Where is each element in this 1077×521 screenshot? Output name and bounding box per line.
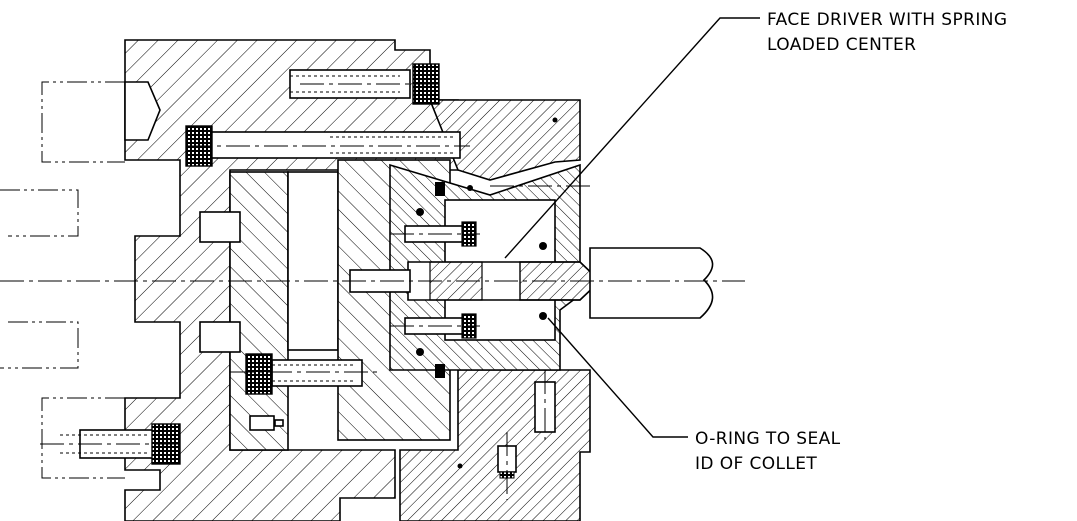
- cap-screws: [60, 63, 477, 465]
- centerlines: [0, 83, 745, 500]
- front-housing: [399, 99, 591, 521]
- face-driver-callout-line1: FACE DRIVER WITH SPRING: [767, 10, 1007, 30]
- oring-callout-line2: ID OF COLLET: [695, 454, 817, 474]
- face-driver-callout-line2: LOADED CENTER: [767, 35, 916, 55]
- oring-leader: [547, 317, 688, 438]
- oring-callout-line1: O-RING TO SEAL: [695, 429, 841, 449]
- o-rings: [416, 117, 558, 469]
- workpiece: [589, 247, 714, 319]
- face-driver-leader: [504, 17, 760, 259]
